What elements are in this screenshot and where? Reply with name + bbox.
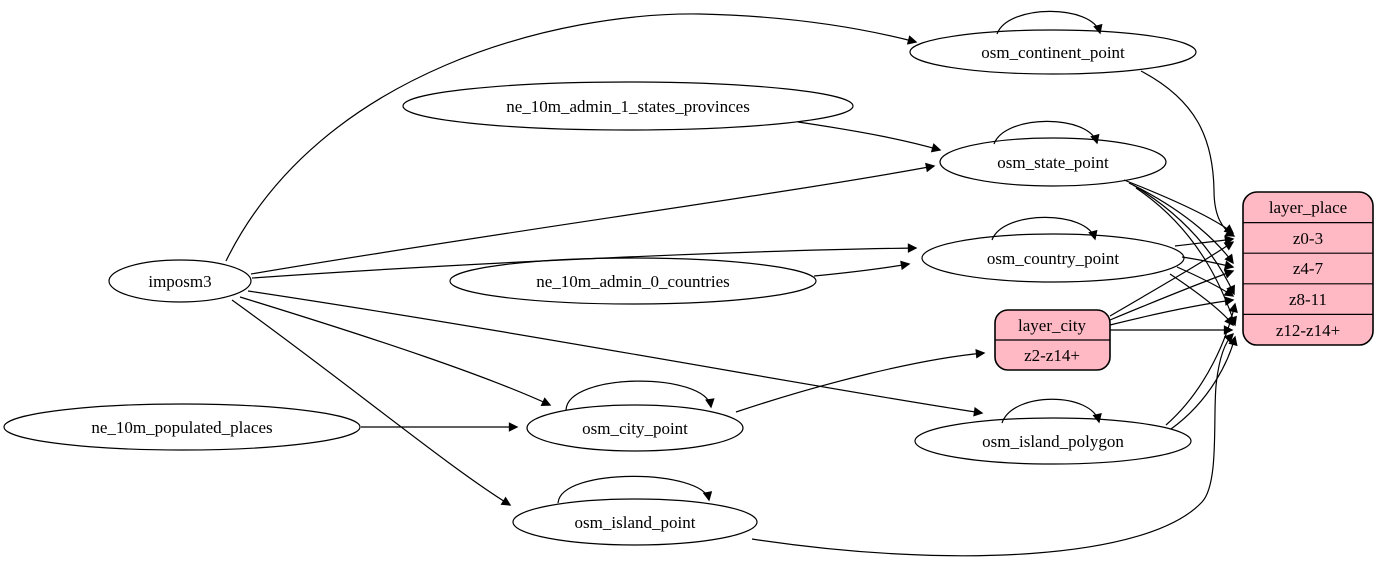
imposm3-ellipse (108, 259, 252, 303)
edge-imposm3-osm-country-point (251, 243, 918, 279)
ne-10m-populated-places-ellipse (3, 403, 361, 451)
ne-10m-populated-places-label: ne_10m_populated_places (91, 418, 272, 437)
node-osm-city-point (526, 404, 744, 452)
self-loop-osm-island-point (557, 475, 713, 504)
edge-imposm3-osm-island-polygon (247, 290, 984, 417)
osm-island-polygon-ellipse (914, 417, 1192, 465)
edge-imposm3-osm-continent-point (225, 13, 918, 262)
edge-osm-island-point-z12-z14 (751, 332, 1235, 557)
node-ne-10m-admin-1-states-provinces (402, 81, 854, 131)
ne-10m-admin-1-label: ne_10m_admin_1_states_provinces (506, 97, 750, 116)
layer-city-row-z2-z14: z2-z14+ (1024, 346, 1080, 365)
layer-city-title: layer_city (1018, 316, 1086, 335)
layer-place-row-z12-z14: z12-z14+ (1276, 321, 1340, 340)
osm-city-point-ellipse (526, 404, 744, 452)
node-osm-island-polygon (914, 417, 1192, 465)
ne-10m-admin-1-ellipse (402, 81, 854, 131)
edge-imposm3-osm-island-point (231, 299, 512, 506)
edge-layer-city-z4-7 (1109, 269, 1235, 321)
edge-osm-country-point-z4-7 (1181, 256, 1235, 270)
edge-osm-state-point-z12-z14 (1135, 187, 1237, 327)
edge-osm-island-polygon-z8-11 (1165, 302, 1238, 426)
edge-ne-10m-admin-1-osm-state-point (797, 121, 942, 153)
imposm3-label: imposm3 (148, 272, 211, 291)
edges-layer (225, 10, 1238, 557)
edge-layer-city-z8-11 (1109, 296, 1235, 326)
self-loop-osm-continent-point (996, 10, 1103, 35)
osm-country-point-label: osm_country_point (987, 249, 1119, 268)
layer-place-row-z8-11: z8-11 (1289, 290, 1327, 309)
node-osm-state-point (939, 137, 1167, 187)
self-loop-osm-island-polygon (1001, 398, 1102, 424)
osm-state-point-ellipse (939, 137, 1167, 187)
self-loop-osm-state-point (993, 120, 1100, 145)
osm-island-point-ellipse (512, 498, 758, 546)
edge-layer-city-z0-3 (1109, 241, 1235, 317)
edge-osm-country-point-z8-11 (1176, 266, 1235, 297)
edge-osm-continent-point-z0-3 (1140, 70, 1236, 237)
osm-island-point-label: osm_island_point (575, 513, 696, 532)
edge-imposm3-osm-city-point (239, 296, 552, 406)
osm-continent-point-ellipse (909, 29, 1197, 75)
node-osm-country-point (921, 233, 1185, 283)
node-ne-10m-admin-0-countries (449, 257, 817, 305)
layer-place-row-z4-7: z4-7 (1293, 259, 1324, 278)
node-osm-island-point (512, 498, 758, 546)
osm-continent-point-label: osm_continent_point (981, 43, 1125, 62)
self-loop-osm-country-point (991, 216, 1098, 241)
edge-osm-city-point-layer-city (735, 348, 986, 413)
edge-osm-state-point-z0-3 (1123, 179, 1235, 234)
edge-osm-country-point-z12-z14 (1169, 273, 1234, 327)
edge-ne-10m-admin-0-osm-country-point (813, 260, 911, 277)
node-ne-10m-populated-places (3, 403, 361, 451)
ne-10m-admin-0-label: ne_10m_admin_0_countries (536, 272, 730, 291)
layer-place-box (1242, 191, 1374, 346)
ne-10m-admin-0-ellipse (449, 257, 817, 305)
node-imposm3 (108, 259, 252, 303)
layer-place-title: layer_place (1269, 198, 1347, 217)
node-labels: imposm3 ne_10m_admin_1_states_provinces … (91, 43, 1125, 532)
edge-osm-state-point-z4-7 (1128, 182, 1234, 265)
edge-osm-country-point-z0-3 (1174, 235, 1235, 247)
edge-osm-island-polygon-z12-z14 (1170, 335, 1238, 430)
edge-imposm3-osm-state-point (250, 162, 936, 275)
node-layer-city: layer_city z2-z14+ (994, 309, 1111, 371)
osm-city-point-label: osm_city_point (582, 419, 688, 438)
osm-state-point-label: osm_state_point (997, 153, 1109, 172)
node-osm-continent-point (909, 29, 1197, 75)
osm-country-point-ellipse (921, 233, 1185, 283)
edge-osm-state-point-z8-11 (1132, 184, 1235, 296)
self-loop-osm-city-point (565, 380, 715, 411)
node-layer-place: layer_place z0-3 z4-7 z8-11 z12-z14+ (1242, 191, 1374, 346)
osm-island-polygon-label: osm_island_polygon (982, 432, 1124, 451)
layer-place-row-z0-3: z0-3 (1293, 229, 1323, 248)
